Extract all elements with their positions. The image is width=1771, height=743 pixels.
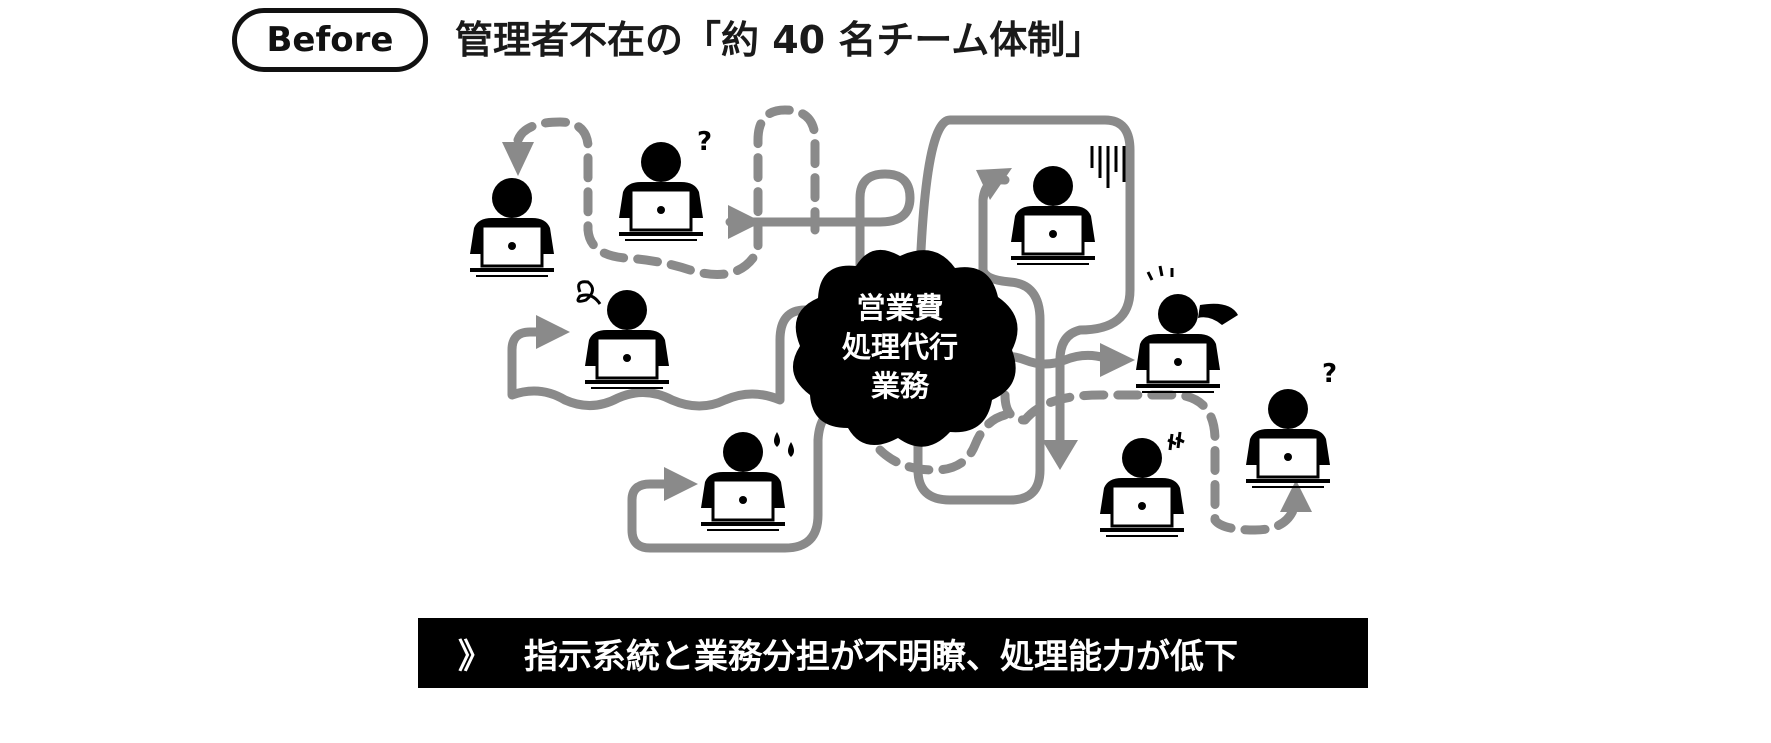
- person-at-laptop-icon: [468, 176, 556, 278]
- flow-line-bottom-loop: [627, 405, 845, 553]
- chevron-right-icon: 》: [458, 636, 492, 677]
- person-at-laptop-icon: [1009, 164, 1097, 266]
- arrow-head-icon: [728, 205, 762, 239]
- scratching-arm: [1198, 303, 1238, 325]
- arrow-head-icon: [536, 315, 570, 349]
- arrow-head-icon: [502, 142, 534, 176]
- person-at-laptop-icon: [1098, 436, 1186, 538]
- arrow-head-icon: [1042, 440, 1078, 470]
- flow-line-right-dashed: [1000, 390, 1300, 535]
- flow-line-center-dashed: [875, 410, 1010, 475]
- before-badge: Before: [232, 8, 428, 72]
- arrow-head-icon: [1280, 480, 1312, 512]
- stress-lines-icon: [1146, 265, 1174, 281]
- conclusion-banner: 》 指示系統と業務分担が不明瞭、処理能力が低下: [418, 618, 1368, 688]
- flow-line-left-dashed: [513, 105, 820, 279]
- flow-line-wave: [507, 305, 835, 411]
- center-label-line-3: 業務: [871, 369, 930, 403]
- arrow-head-icon: [976, 168, 1012, 200]
- person-at-laptop-icon: [583, 288, 671, 390]
- question-mark-icon: ?: [697, 127, 712, 157]
- page-title: 管理者不在の「約 40 名チーム体制」: [455, 18, 1104, 62]
- person-at-laptop-icon: [617, 140, 705, 242]
- arrow-head-icon: [1100, 343, 1135, 377]
- sweat-drop-icon: [774, 432, 794, 457]
- person-at-laptop-icon: [1244, 387, 1332, 489]
- gloom-lines-icon: [1090, 146, 1126, 188]
- person-at-laptop-icon: [699, 430, 787, 532]
- center-label-line-1: 営業費: [856, 291, 943, 325]
- banner-text: 指示系統と業務分担が不明瞭、処理能力が低下: [524, 636, 1238, 677]
- scribble-icon: [576, 280, 602, 305]
- center-task-badge: [792, 249, 1018, 447]
- question-mark-icon: ?: [1322, 359, 1337, 389]
- center-label-line-2: 処理代行: [842, 330, 958, 364]
- arrow-head-icon: [664, 467, 698, 501]
- flow-line-upper: [725, 169, 915, 305]
- anger-mark-icon: [1167, 431, 1185, 451]
